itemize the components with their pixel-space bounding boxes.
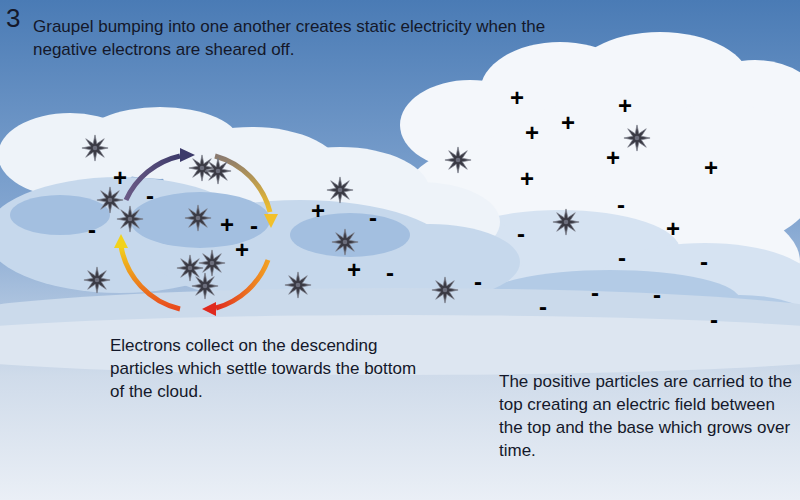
charge-sign: - (618, 246, 626, 270)
charge-sign: - (700, 250, 708, 274)
charge-sign: - (369, 206, 377, 230)
charge-sign: + (520, 167, 534, 191)
heading-text: Graupel bumping into one another creates… (33, 15, 568, 61)
charge-sign: - (250, 214, 258, 238)
charge-sign: - (474, 270, 482, 294)
charge-sign: - (710, 308, 718, 332)
charge-sign: - (539, 295, 547, 319)
charge-sign: + (113, 166, 127, 190)
charge-sign: - (517, 222, 525, 246)
charge-sign: + (220, 213, 234, 237)
charge-sign: - (653, 283, 661, 307)
step-number: 3 (6, 4, 20, 32)
charge-sign: + (235, 238, 249, 262)
charge-sign: + (606, 146, 620, 170)
charge-sign: - (591, 281, 599, 305)
charge-sign: - (88, 218, 96, 242)
charge-sign: + (666, 217, 680, 241)
charge-sign: + (311, 199, 325, 223)
charge-sign: + (618, 94, 632, 118)
note-text: Electrons collect on the descending part… (110, 334, 432, 403)
charge-sign: + (347, 258, 361, 282)
charge-sign: + (525, 121, 539, 145)
charge-sign: + (561, 111, 575, 135)
charge-sign: - (146, 184, 154, 208)
charge-sign: + (704, 156, 718, 180)
note-text: The positive particles are carried to th… (499, 370, 797, 462)
charge-sign: - (386, 261, 394, 285)
charge-sign: - (617, 193, 625, 217)
charge-sign: + (510, 86, 524, 110)
